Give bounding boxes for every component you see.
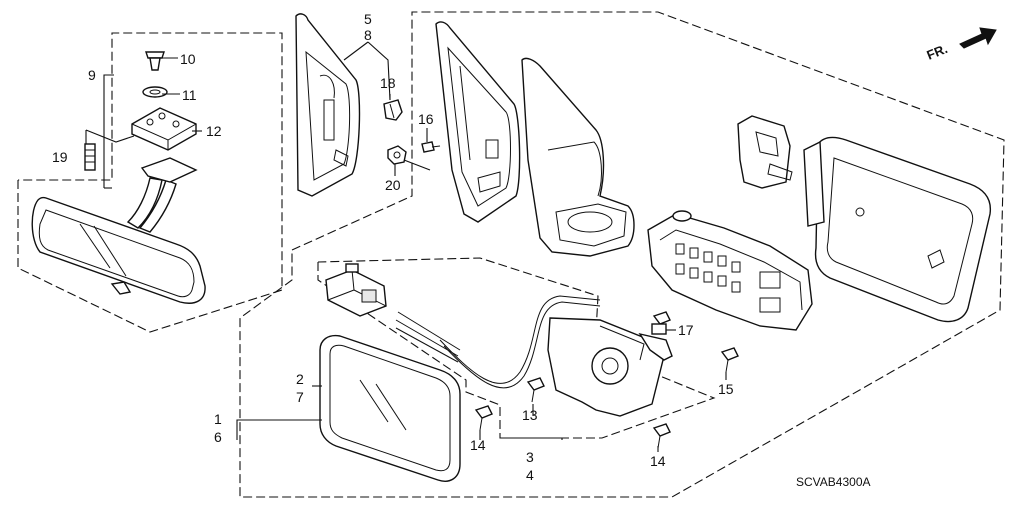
callouts: 9 10 11 12 19 5 8 18 16 20 1 6 2 7 3 4 1… [52,11,734,483]
clip-18 [383,99,403,121]
spring-11 [142,86,168,98]
screw-14-left [474,405,493,431]
callout-13: 13 [522,407,538,423]
callout-16: 16 [418,111,434,127]
callout-8: 8 [364,27,372,43]
callout-14-right: 14 [650,453,666,469]
rearview-mirror [31,157,206,304]
diagram-code: SCVAB4300A [796,475,871,489]
callout-12: 12 [206,123,222,139]
screw-17 [651,311,671,335]
leader-lines [85,41,727,452]
cover-bracket [737,115,793,189]
front-direction-indicator: FR. [925,27,997,63]
callout-15: 15 [718,381,734,397]
callout-5: 5 [364,11,372,27]
screw-16 [421,141,441,153]
mount-base-12 [131,107,197,151]
mirror-glass [319,334,461,482]
connector-harness [325,263,601,389]
mirror-actuator [647,210,813,331]
callout-7: 7 [296,389,304,405]
mirror-base [435,21,521,223]
callout-6: 6 [214,429,222,445]
callout-18: 18 [380,75,396,91]
screw-10 [145,51,165,71]
screw-13 [526,377,545,403]
bolt-19 [84,143,96,171]
front-arrow-icon [959,27,997,49]
nut-20 [387,145,407,165]
callout-4: 4 [526,467,534,483]
callout-2: 2 [296,371,304,387]
actuator-mount-plate [547,317,673,417]
mirror-base-group-boundary [239,11,1005,498]
screw-14-right [652,423,671,449]
inner-cover-5-8 [295,13,361,197]
callout-14-left: 14 [470,437,486,453]
callout-19: 19 [52,149,68,165]
screw-15 [720,347,739,373]
callout-10: 10 [180,51,196,67]
mirror-cover [803,136,992,323]
direction-label: FR. [925,41,950,63]
callout-1: 1 [214,411,222,427]
callout-20: 20 [385,177,401,193]
rearview-mirror-group-boundary [17,32,283,333]
callout-17: 17 [678,322,694,338]
callout-9: 9 [88,67,96,83]
callout-11: 11 [182,87,197,103]
mirror-housing [521,57,635,257]
actuator-group-boundary [317,257,716,439]
callout-3: 3 [526,449,534,465]
